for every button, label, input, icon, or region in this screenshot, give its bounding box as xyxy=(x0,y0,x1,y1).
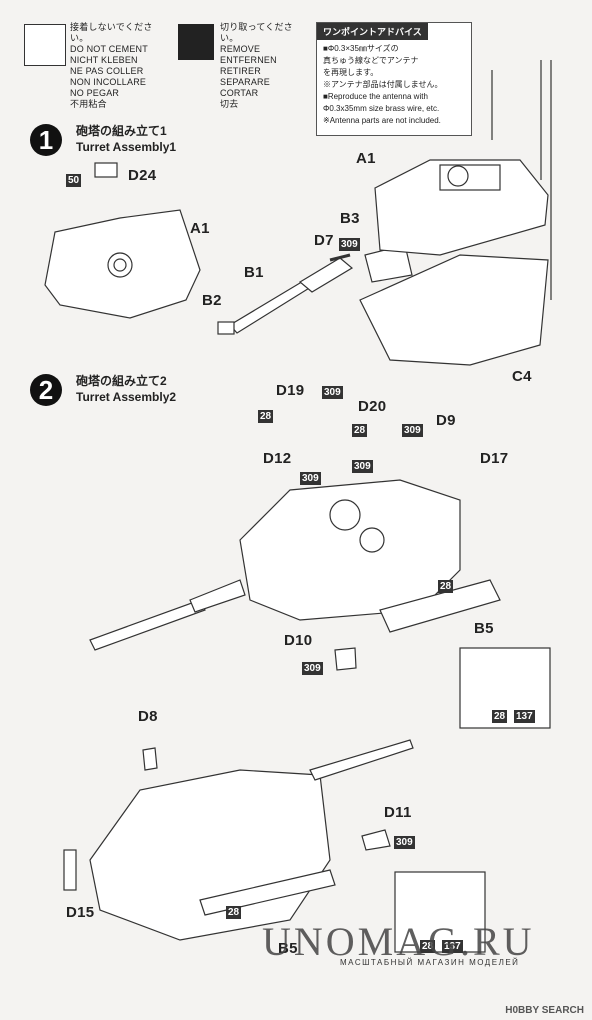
part-d10: D10 xyxy=(284,632,313,649)
paint-label-309-f: 309 xyxy=(394,836,415,849)
paint-label-309-d: 309 xyxy=(300,472,321,485)
part-a1-right: A1 xyxy=(356,150,376,167)
part-d11: D11 xyxy=(384,804,412,821)
advice-title: ワンポイントアドバイス xyxy=(317,23,428,40)
part-b3: B3 xyxy=(340,210,360,227)
part-d12: D12 xyxy=(263,450,292,467)
caution-cut-text: 切り取ってください。 REMOVE ENTFERNEN RETIRER SEPA… xyxy=(220,22,293,109)
paint-label-28-e: 28 xyxy=(226,906,242,919)
cut-icon xyxy=(178,24,214,60)
paint-label-309-c: 309 xyxy=(352,460,373,473)
paint-label-309: 309 xyxy=(339,238,360,251)
part-d15: D15 xyxy=(66,904,95,921)
part-c4: C4 xyxy=(512,368,532,385)
advice-text: ■Φ0.3×35㎜サイズの 真ちゅう線などでアンテナ を再現します。 ※アンテナ… xyxy=(323,44,443,125)
caution-cut-box: 切り取ってください。 REMOVE ENTFERNEN RETIRER SEPA… xyxy=(178,22,308,109)
step1-title-jp: 砲塔の組み立て1 xyxy=(76,124,167,138)
paint-label-28-c: 28 xyxy=(438,580,454,593)
part-b1: B1 xyxy=(244,264,264,281)
caution-cement-box: 接着しないでください。 DO NOT CEMENT NICHT KLEBEN N… xyxy=(24,22,162,109)
paint-label-137: 137 xyxy=(514,710,535,723)
step2-title-jp: 砲塔の組み立て2 xyxy=(76,374,167,388)
footer-logo: H0BBY SEARCH xyxy=(505,1005,584,1016)
part-b-bottom: B5 xyxy=(278,940,298,957)
step2-number: 2 xyxy=(30,374,62,406)
watermark-sub: МАСШТАБНЫЙ МАГАЗИН МОДЕЛЕЙ xyxy=(340,958,520,967)
part-d19: D19 xyxy=(276,382,305,399)
part-d7: D7 xyxy=(314,232,334,249)
paint-label-309-e: 309 xyxy=(302,662,323,675)
paint-label-28-f: 28 xyxy=(420,940,436,953)
part-b5: B5 xyxy=(474,620,494,637)
step1-title-en: Turret Assembly1 xyxy=(76,140,177,154)
step2-title-en: Turret Assembly2 xyxy=(76,390,177,404)
step1-number: 1 xyxy=(30,124,62,156)
paint-label-137-b: 137 xyxy=(442,940,463,953)
watermark-main: UNOMAG.RU xyxy=(262,919,535,964)
part-a1-left: A1 xyxy=(190,220,210,237)
part-b2: B2 xyxy=(202,292,222,309)
paint-label-309-a: 309 xyxy=(322,386,343,399)
no-cement-icon xyxy=(24,24,66,66)
paint-label-28-b: 28 xyxy=(352,424,368,437)
part-d24: D24 xyxy=(128,167,157,184)
part-d9: D9 xyxy=(436,412,456,429)
paint-label-28-a: 28 xyxy=(258,410,274,423)
advice-box: ワンポイントアドバイス ■Φ0.3×35㎜サイズの 真ちゅう線などでアンテナ を… xyxy=(316,22,472,136)
paint-label-50: 50 xyxy=(66,174,82,187)
paint-label-28-d: 28 xyxy=(492,710,508,723)
caution-cement-text: 接着しないでください。 DO NOT CEMENT NICHT KLEBEN N… xyxy=(70,22,153,109)
paint-label-309-b: 309 xyxy=(402,424,423,437)
part-d20: D20 xyxy=(358,398,387,415)
part-d8: D8 xyxy=(138,708,158,725)
part-d17: D17 xyxy=(480,450,509,467)
